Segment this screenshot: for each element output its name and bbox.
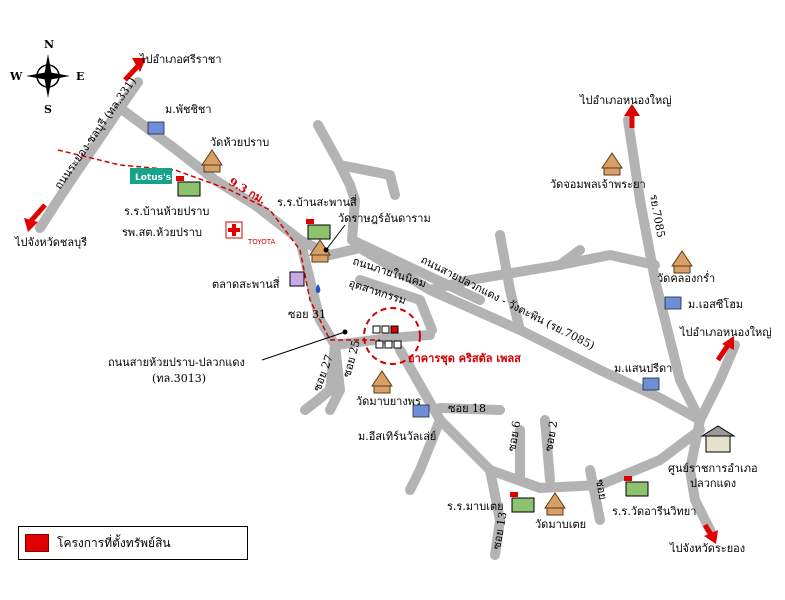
house-icon <box>147 121 165 135</box>
project-circle <box>363 307 421 365</box>
road-north <box>313 120 360 245</box>
house-icon <box>412 404 430 418</box>
route-dashed <box>57 149 380 341</box>
market-icon <box>289 271 305 287</box>
lotus-logo <box>130 168 172 184</box>
temple-icon <box>201 149 223 173</box>
road-soi13 <box>485 465 505 560</box>
housing-icons <box>147 121 682 418</box>
school-icon <box>306 219 331 240</box>
legend-label: โครงการที่ตั้งทรัพย์สิน <box>57 535 171 550</box>
label-wat-maptai: วัดมาบเตย <box>535 518 586 531</box>
label-to-rayong: ไปจังหวัดระยอง <box>669 542 745 555</box>
label-wat-maptayang: วัดมาบยางพร <box>356 395 421 408</box>
pointer-lines <box>261 224 346 361</box>
temple-icons <box>201 149 693 516</box>
label-soi2: ซอย 2 <box>542 420 560 453</box>
road-right-nongyai <box>695 340 740 425</box>
label-m-eastern: ม.อีสเทิร์นวัลเล่ย์ <box>358 430 436 443</box>
road-inner <box>355 275 437 335</box>
school-icons <box>176 176 649 513</box>
label-district-office-2: ปลวกแดง <box>690 477 736 490</box>
compass-icon <box>26 54 70 98</box>
label-wat-rat: วัดราษฎร์อันดาราม <box>338 212 431 225</box>
temple-icon <box>371 370 393 394</box>
road-soi31 <box>330 330 435 350</box>
legend: โครงการที่ตั้งทรัพย์สิน <box>18 526 248 560</box>
road-soi2 <box>540 415 555 485</box>
label-market: ตลาดสะพานสี่ <box>212 276 280 291</box>
gas-station-icon <box>315 284 321 293</box>
label-road-3013: ถนนสายห้วยปราบ-ปลวกแดง <box>108 356 245 369</box>
road-west <box>325 340 345 415</box>
label-hospital: รพ.สต.ห้วยปราบ <box>122 226 202 239</box>
road-network <box>35 77 740 560</box>
label-school-maptai: ร.ร.มาบเตย <box>447 500 504 513</box>
lotus-text: Lotus's <box>135 173 171 183</box>
compass-w: W <box>9 70 23 83</box>
label-soi-a: ซอย <box>593 478 609 500</box>
label-wat-ompon: วัดจอมพลเจ้าพระยา <box>550 178 646 191</box>
temple-icon <box>309 239 331 263</box>
label-to-nongyai-top: ไปอำเภอหนองใหญ่ <box>579 94 672 107</box>
compass-s: S <box>44 103 52 116</box>
arrow-nongyai-right-icon <box>715 343 731 362</box>
school-icon <box>510 492 535 513</box>
road-soi27 <box>300 385 335 415</box>
hospital-icon <box>225 221 243 239</box>
government-office-icon <box>700 425 736 453</box>
direction-arrows <box>28 64 731 538</box>
label-road-3013-code: (ทล.3013) <box>152 372 206 385</box>
label-district-office: ศูนย์ราชการอำเภอ <box>668 462 758 475</box>
road-north-2 <box>335 160 400 200</box>
label-m-saenpreeda: ม.แสนปรีดา <box>614 362 672 375</box>
label-phatchicha: ม.พัชชิชา <box>165 103 212 116</box>
project-buildings <box>372 325 402 349</box>
label-road-331: ถนนระยอง-ชลบุรี (ทล.331) <box>52 75 139 192</box>
label-school-watsanaram: ร.ร.วัดอารีนวิทยา <box>612 505 696 518</box>
arrow-sriracha-icon <box>123 64 140 82</box>
label-to-chonburi: ไปจังหวัดชลบุรี <box>14 236 87 249</box>
school-icon <box>624 476 649 497</box>
road-331 <box>35 77 143 233</box>
label-to-nongyai-right: ไปอำเภอหนองใหญ่ <box>679 326 772 339</box>
road-east-branch <box>495 230 525 335</box>
road-nongyai <box>623 115 705 425</box>
road-soi18 <box>435 403 505 415</box>
road-east-branch-3 <box>555 245 585 270</box>
label-soi13: ซอย 13 <box>490 511 509 551</box>
label-to-sriracha: ไปอำเภอศรีราชา <box>139 53 222 66</box>
road-rayong <box>685 415 715 535</box>
legend-swatch-icon <box>25 534 49 552</box>
road-industrial <box>347 235 485 305</box>
label-project: อาคารชุด คริสตัล เพลส <box>408 352 521 366</box>
temple-icon <box>671 250 693 274</box>
house-icon <box>664 296 682 310</box>
road-main <box>295 235 705 425</box>
road-lower-left <box>405 415 445 495</box>
temple-icon <box>544 492 566 516</box>
label-soi18: ซอย 18 <box>448 402 486 415</box>
temple-icon <box>601 152 623 176</box>
house-icon <box>642 377 660 391</box>
label-m-esthom: ม.เอสซีโฮม <box>688 297 743 311</box>
label-school-saphansi: ร.ร.บ้านสะพานสี่ <box>277 194 357 209</box>
road-soi-r <box>585 465 605 525</box>
label-wat-huaiprap: วัดห้วยปราบ <box>210 136 269 149</box>
label-wat-khlongkra: วัดคลองกร่ำ <box>657 270 715 285</box>
label-soi6: ซอย 6 <box>505 420 523 453</box>
toyota-text: TOYOTA <box>247 238 276 246</box>
label-school-huaiprap: ร.ร.บ้านห้วยปราบ <box>124 205 209 218</box>
arrow-chonburi-icon <box>28 203 47 224</box>
school-icon <box>176 176 201 197</box>
compass-n: N <box>44 38 54 51</box>
label-soi31: ซอย 31 <box>288 308 326 321</box>
compass-e: E <box>76 70 84 83</box>
